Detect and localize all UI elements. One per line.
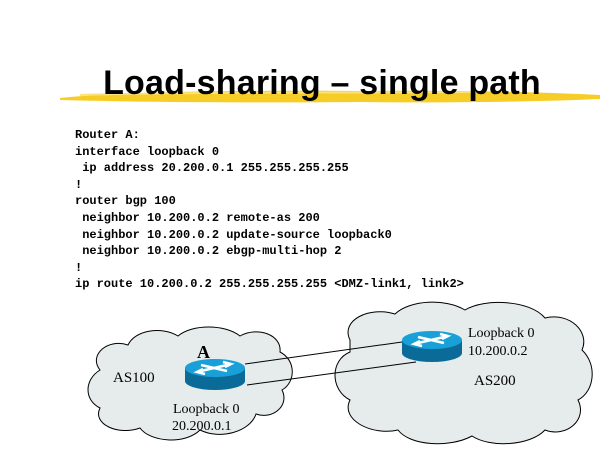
cloud-as200 [334, 301, 593, 445]
router-a-loopback-label: Loopback 0 [173, 402, 239, 417]
router-a-label: A [197, 342, 210, 362]
router-a-loopback-ip: 20.200.0.1 [172, 419, 232, 434]
config-line: neighbor 10.200.0.2 remote-as 200 [75, 210, 320, 225]
router-b-loopback-label: Loopback 0 [468, 326, 534, 341]
router-a-icon [183, 357, 247, 392]
as100-label: AS100 [113, 370, 155, 386]
config-line: ! [75, 260, 83, 275]
router-config: Router A: interface loopback 0 ip address… [75, 127, 464, 293]
router-b-icon [400, 329, 464, 364]
config-line: ! [75, 177, 83, 192]
title-highlight-brush [60, 90, 600, 103]
config-line: neighbor 10.200.0.2 update-source loopba… [75, 227, 392, 242]
config-line: interface loopback 0 [75, 144, 220, 159]
as200-label: AS200 [474, 373, 516, 389]
link-1 [244, 341, 403, 365]
config-line: neighbor 10.200.0.2 ebgp-multi-hop 2 [75, 244, 342, 259]
config-line: Router A: [75, 128, 140, 142]
link-2 [246, 361, 417, 386]
config-line: ip address 20.200.0.1 255.255.255.255 [75, 161, 349, 176]
config-line: router bgp 100 [75, 194, 176, 209]
slide-title: Load-sharing – single path [103, 64, 541, 102]
config-line: ip route 10.200.0.2 255.255.255.255 <DMZ… [75, 277, 464, 292]
router-b-loopback-ip: 10.200.0.2 [468, 344, 528, 359]
